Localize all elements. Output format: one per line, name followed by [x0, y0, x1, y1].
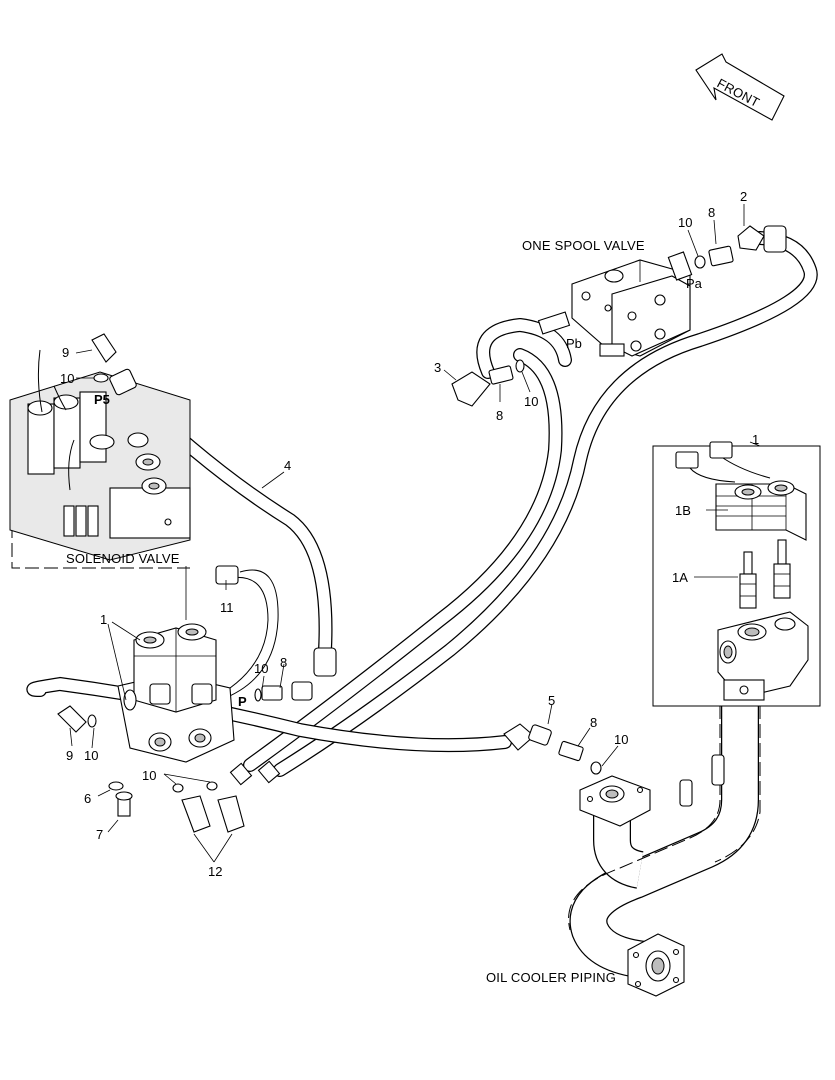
callout-8-mid: 8: [280, 655, 287, 670]
connector-11: [209, 565, 279, 701]
callout-5: 5: [548, 693, 555, 708]
callout-2: 2: [740, 189, 747, 204]
left-lower-fittings: [57, 705, 133, 817]
callout-10-right: 10: [614, 732, 628, 747]
port-p: P: [238, 694, 247, 709]
callout-9-bottom: 9: [66, 748, 73, 763]
fittings-right-lower: [528, 724, 602, 775]
component-labels: ONE SPOOL VALVE SOLENOID VALVE OIL COOLE…: [66, 238, 703, 985]
label-one-spool-valve: ONE SPOOL VALVE: [522, 238, 645, 253]
main-hoses: [243, 225, 818, 777]
coil-wire-connectors: [675, 441, 771, 483]
p-port-fittings: [254, 681, 313, 702]
spool-fittings: [451, 225, 765, 407]
callout-10-mid: 10: [254, 661, 268, 676]
callout-1b: 1B: [675, 503, 691, 518]
callout-10-bottom-left: 10: [84, 748, 98, 763]
label-oil-cooler-piping: OIL COOLER PIPING: [486, 970, 616, 985]
callout-numbers: 2 8 10 3 8 10 9 10 4 1 11 10 8 9 10 10 6…: [60, 189, 747, 879]
callout-10-pair: 10: [142, 768, 156, 783]
manifold-block: [717, 611, 809, 701]
solenoid-valve-assembly: [9, 333, 191, 569]
callout-8-lower: 8: [496, 408, 503, 423]
callout-10-lower: 10: [524, 394, 538, 409]
oil-cooler-piping: [568, 700, 761, 997]
callout-1: 1: [100, 612, 107, 627]
port-p5: P5: [94, 392, 110, 407]
label-solenoid-valve: SOLENOID VALVE: [66, 551, 180, 566]
solenoid-valve-part-1: [117, 623, 235, 763]
fittings-12: [172, 760, 281, 833]
detail-box-part-1: 1B 1A 1: [652, 432, 821, 707]
port-pb: Pb: [566, 336, 582, 351]
callout-6: 6: [84, 791, 91, 806]
front-direction-arrow: FRONT: [695, 53, 785, 121]
callout-10-left-top: 10: [60, 371, 74, 386]
callout-3: 3: [434, 360, 441, 375]
one-spool-valve: [537, 251, 693, 357]
solenoid-coils-1b: [715, 480, 807, 541]
callout-10-spool: 10: [678, 215, 692, 230]
port-pa: Pa: [686, 276, 703, 291]
callout-8-spool: 8: [708, 205, 715, 220]
callout-7: 7: [96, 827, 103, 842]
callout-8-right: 8: [590, 715, 597, 730]
callout-11: 11: [220, 600, 234, 615]
callout-1-detail: 1: [752, 432, 759, 447]
callout-12: 12: [208, 864, 222, 879]
cartridge-valves-1a: [739, 539, 791, 609]
leader-lines: [69, 204, 745, 863]
callout-4: 4: [284, 458, 291, 473]
callout-1a: 1A: [672, 570, 688, 585]
callout-9-top: 9: [62, 345, 69, 360]
